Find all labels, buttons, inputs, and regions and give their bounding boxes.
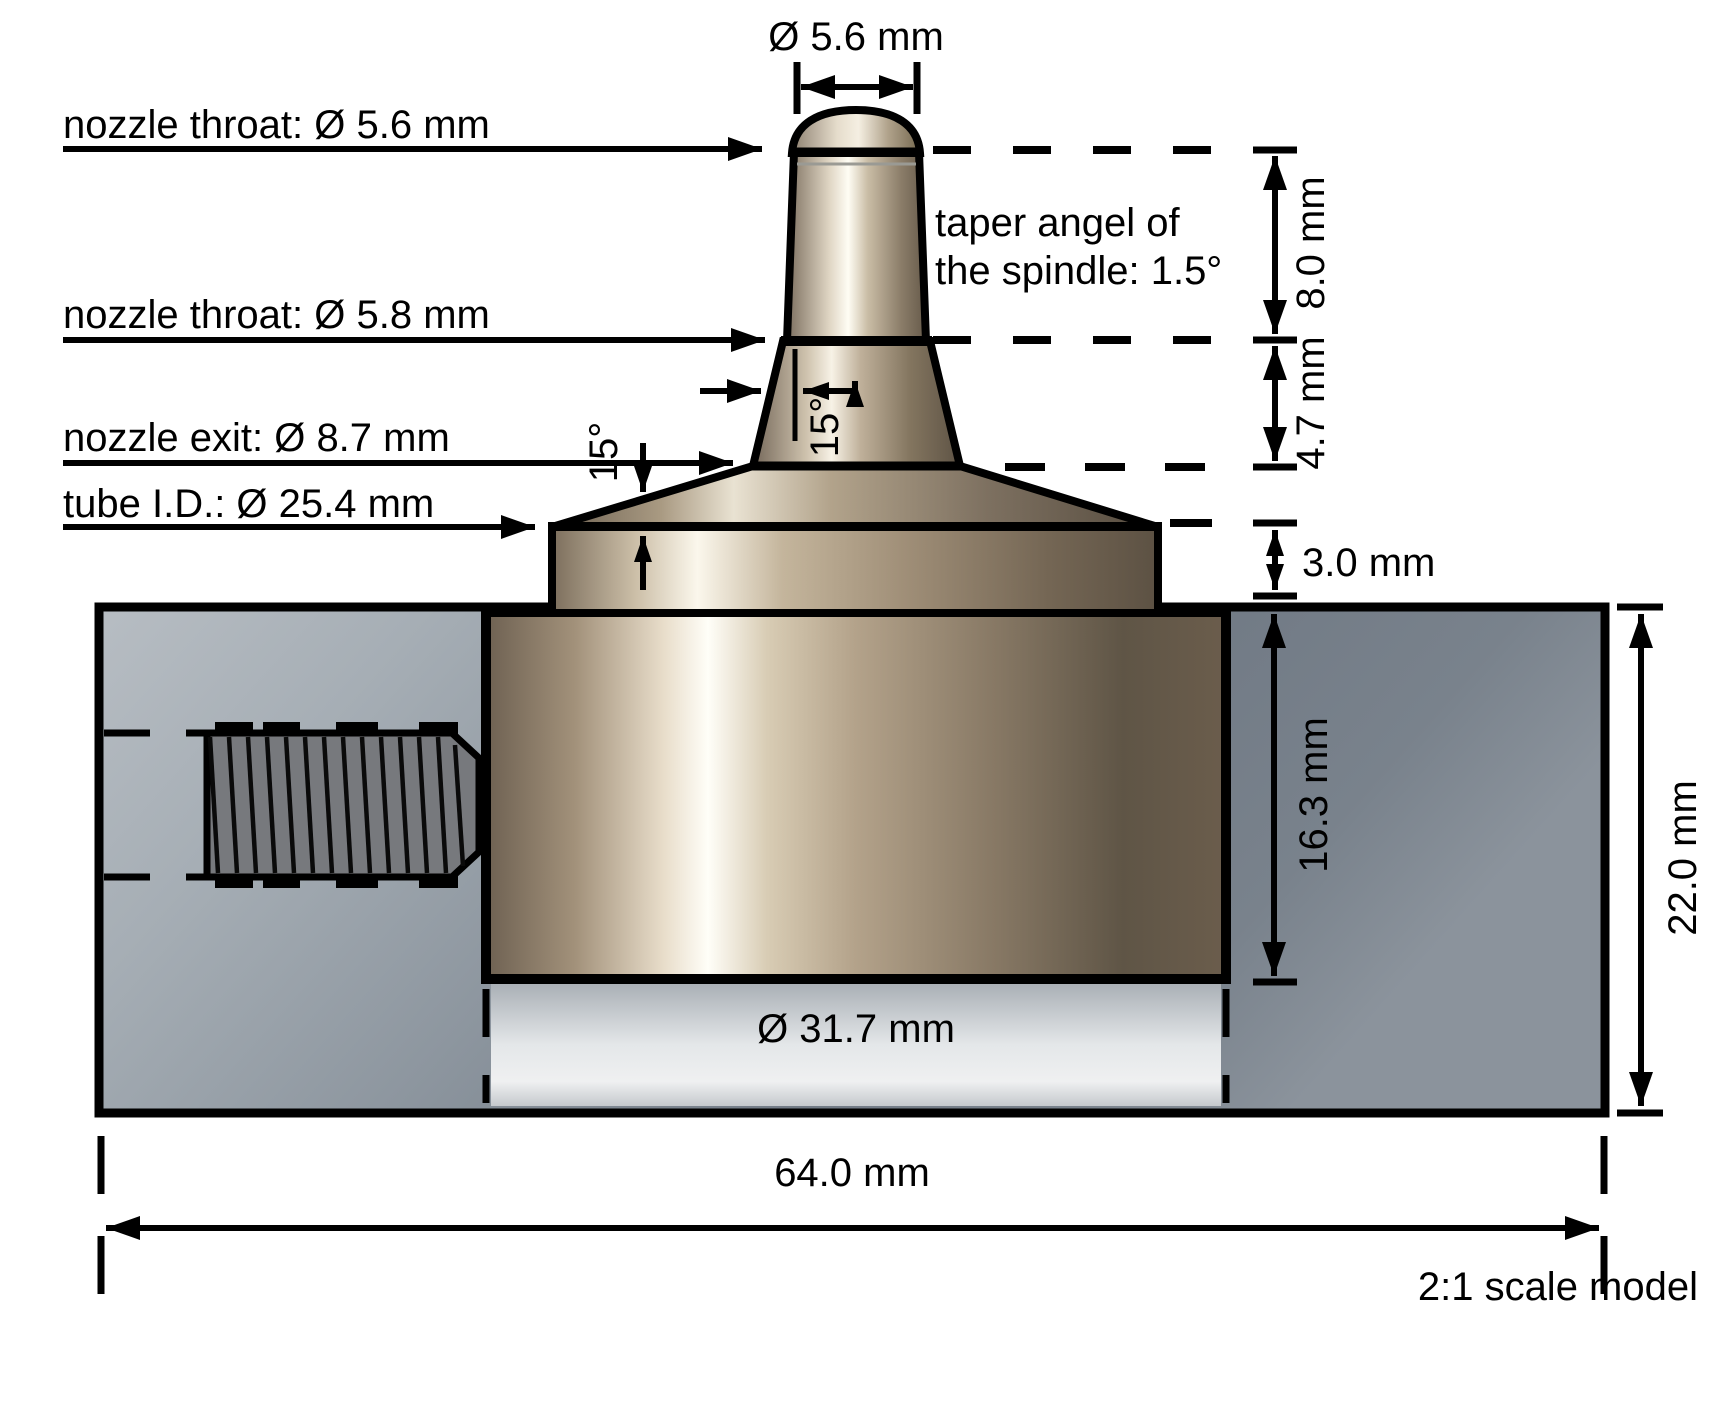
dim-64mm-label: 64.0 mm — [774, 1151, 930, 1195]
spindle-cap — [787, 105, 925, 157]
cone-angle-inner-label: 15° — [803, 397, 847, 458]
leader-throat-56-label: nozzle throat: Ø 5.6 mm — [63, 103, 490, 147]
cone-angle-left-label: 15° — [582, 422, 626, 483]
dim-163mm-label: 16.3 mm — [1292, 717, 1336, 873]
nozzle-body — [481, 607, 1231, 984]
thread-teeth — [215, 722, 458, 888]
leader-throat-58-label: nozzle throat: Ø 5.8 mm — [63, 293, 490, 337]
dim-top-diameter: Ø 5.6 mm — [768, 15, 944, 114]
cone-angle-left: 15° — [582, 379, 761, 590]
dim-3mm-label: 3.0 mm — [1302, 541, 1435, 585]
scale-note: 2:1 scale model — [1418, 1265, 1698, 1309]
dim-tube-height: 22.0 mm — [1617, 603, 1705, 1117]
dim-8mm-label: 8.0 mm — [1289, 176, 1333, 309]
tube-bore-region — [491, 984, 1221, 1106]
dim-right-stack: 8.0 mm 4.7 mm 3.0 mm 16.3 mm — [1253, 146, 1435, 986]
dim-tube-width: 64.0 mm — [97, 1136, 1608, 1312]
taper-note-line1: taper angel of — [935, 201, 1181, 245]
threaded-hole — [104, 722, 483, 888]
dim-317mm-label: Ø 31.7 mm — [757, 1007, 955, 1051]
nozzle-cone — [747, 337, 966, 470]
dim-top-diameter-label: Ø 5.6 mm — [768, 15, 944, 59]
cone-angle-inner: 15° — [792, 349, 864, 458]
leader-exit-87-label: nozzle exit: Ø 8.7 mm — [63, 416, 450, 460]
dim-body-diameter: Ø 31.7 mm — [482, 989, 1230, 1103]
spindle — [782, 148, 931, 345]
dim-47mm-label: 4.7 mm — [1289, 336, 1333, 469]
dim-ticks — [1253, 146, 1297, 986]
thread-hatch — [207, 736, 466, 874]
taper-note: taper angel of the spindle: 1.5° — [935, 201, 1222, 293]
taper-note-line2: the spindle: 1.5° — [935, 249, 1222, 293]
dim-22mm-label: 22.0 mm — [1661, 780, 1705, 936]
projection-dashes — [933, 146, 1245, 527]
leader-tube-id-label: tube I.D.: Ø 25.4 mm — [63, 482, 434, 526]
leader-labels: nozzle throat: Ø 5.6 mm nozzle throat: Ø… — [63, 103, 765, 539]
